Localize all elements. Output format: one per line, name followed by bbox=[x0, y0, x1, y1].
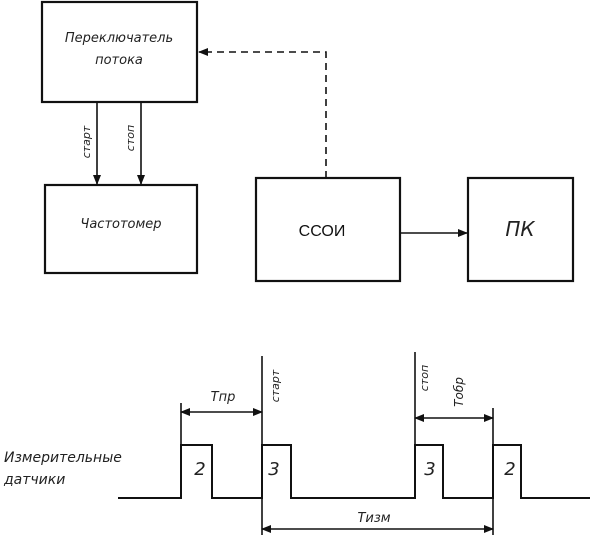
timing-start-label: старт bbox=[269, 369, 282, 402]
frequency-meter-block: Частотомер bbox=[43, 183, 199, 275]
stop-arrow-label: стоп bbox=[124, 125, 137, 151]
t-obr-label: Tобр bbox=[452, 377, 466, 407]
timing-stop-label: стоп bbox=[418, 365, 431, 391]
pc-label: ПК bbox=[505, 217, 535, 241]
frequency-meter-label: Частотомер bbox=[80, 217, 161, 232]
pc-block: ПК bbox=[466, 176, 575, 283]
pulse-2-label-first: 2 bbox=[194, 459, 205, 480]
pulse-2-label-second: 2 bbox=[504, 459, 515, 480]
pulse-3-label-first: 3 bbox=[268, 459, 279, 480]
pulse-3-label-second: 3 bbox=[424, 459, 435, 480]
switch-block: Переключатель потока bbox=[40, 0, 199, 104]
switch-label-line2: потока bbox=[95, 53, 143, 68]
ssoi-block: ССОИ bbox=[254, 176, 402, 283]
start-arrow-label: старт bbox=[80, 125, 93, 158]
feedback-dashed-arrow bbox=[198, 48, 327, 178]
t-pr-label: Tпр bbox=[211, 390, 236, 405]
sensors-label-line2: датчики bbox=[3, 472, 65, 488]
sensors-label-line1: Измерительные bbox=[4, 450, 122, 466]
sensor-signal-waveform bbox=[118, 444, 590, 499]
t-izm-label: Tизм bbox=[357, 511, 390, 526]
ssoi-label: ССОИ bbox=[299, 223, 346, 240]
switch-label-line1: Переключатель bbox=[65, 31, 173, 46]
